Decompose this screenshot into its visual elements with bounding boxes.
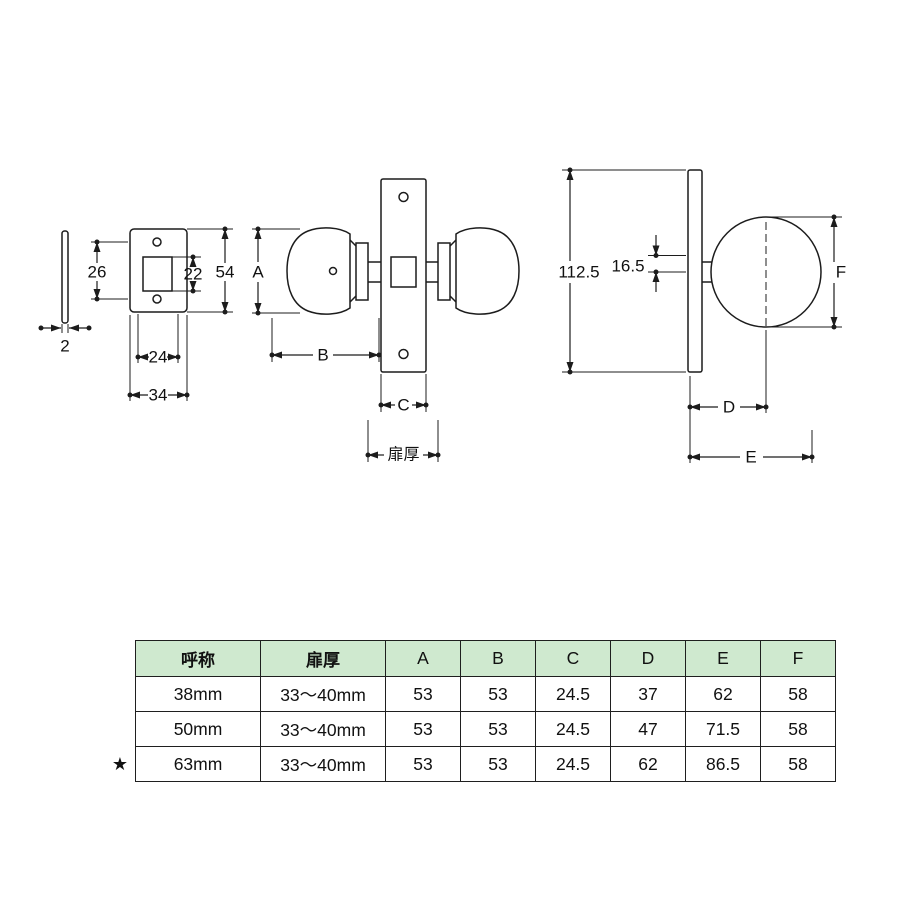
- spec-cell: 58: [760, 746, 836, 782]
- starred-row-marker: ★: [111, 754, 129, 774]
- dim-label-16-5: 16.5: [611, 257, 644, 276]
- header-cell-c: C: [535, 640, 611, 677]
- spec-cell: 53: [460, 711, 536, 747]
- header-cell-b: B: [460, 640, 536, 677]
- spec-cell: 53: [385, 746, 461, 782]
- spec-cell: 33〜40mm: [260, 711, 386, 747]
- header-cell-f: F: [760, 640, 836, 677]
- spec-cell: 37: [610, 676, 686, 712]
- spec-cell: 53: [385, 676, 461, 712]
- spec-row-38mm: 38mm 33〜40mm 53 53 24.5 37 62 58: [135, 676, 836, 712]
- header-cell-nominal: 呼称: [135, 640, 261, 677]
- header-cell-e: E: [685, 640, 761, 677]
- spec-cell: 24.5: [535, 711, 611, 747]
- spec-cell: 24.5: [535, 746, 611, 782]
- spec-cell: 86.5: [685, 746, 761, 782]
- spec-cell: 53: [460, 676, 536, 712]
- dim-label-b: B: [317, 346, 328, 365]
- dim-label-34: 34: [149, 386, 168, 405]
- dim-label-door-thickness: 扉厚: [387, 446, 419, 464]
- technical-drawings: 2 26 22 54 24 34: [38, 167, 846, 467]
- header-cell-a: A: [385, 640, 461, 677]
- spec-cell: 58: [760, 711, 836, 747]
- knob-front-view-drawing: 112.5 16.5 F D E: [558, 167, 846, 467]
- spec-cell: 24.5: [535, 676, 611, 712]
- spec-cell: 62: [685, 676, 761, 712]
- knob-assembly-side-drawing: A B C 扉厚: [252, 178, 520, 464]
- dim-label-d: D: [723, 398, 735, 417]
- header-cell-d: D: [610, 640, 686, 677]
- spec-cell: 47: [610, 711, 686, 747]
- spec-cell: 33〜40mm: [260, 746, 386, 782]
- dim-label-c: C: [397, 396, 409, 415]
- latch-plate-drawing: 2 26 22 54 24 34: [38, 226, 235, 405]
- spec-row-63mm: 63mm 33〜40mm 53 53 24.5 62 86.5 58: [135, 746, 836, 782]
- dim-label-54: 54: [216, 263, 235, 282]
- dim-label-22: 22: [184, 265, 203, 284]
- spec-cell: 71.5: [685, 711, 761, 747]
- spec-cell: 50mm: [135, 711, 261, 747]
- dim-label-e: E: [745, 448, 756, 467]
- spec-cell: 38mm: [135, 676, 261, 712]
- spec-row-50mm: 50mm 33〜40mm 53 53 24.5 47 71.5 58: [135, 711, 836, 747]
- header-cell-door-thickness: 扉厚: [260, 640, 386, 677]
- spec-table: 呼称 扉厚 A B C D E F 38mm 33〜40mm 53 53 24.…: [135, 640, 836, 782]
- dim-label-112-5: 112.5: [558, 263, 599, 282]
- spec-cell: 53: [460, 746, 536, 782]
- spec-cell: 62: [610, 746, 686, 782]
- dim-label-26: 26: [88, 263, 107, 282]
- spec-table-section: 呼称 扉厚 A B C D E F 38mm 33〜40mm 53 53 24.…: [135, 640, 836, 782]
- dim-label-f: F: [836, 263, 846, 282]
- spec-cell: 33〜40mm: [260, 676, 386, 712]
- dim-label-2: 2: [60, 337, 69, 356]
- dim-label-a: A: [252, 263, 264, 282]
- spec-cell: 63mm: [135, 746, 261, 782]
- table-header-row: 呼称 扉厚 A B C D E F: [135, 640, 836, 677]
- spec-cell: 53: [385, 711, 461, 747]
- dim-label-24: 24: [149, 348, 168, 367]
- spec-cell: 58: [760, 676, 836, 712]
